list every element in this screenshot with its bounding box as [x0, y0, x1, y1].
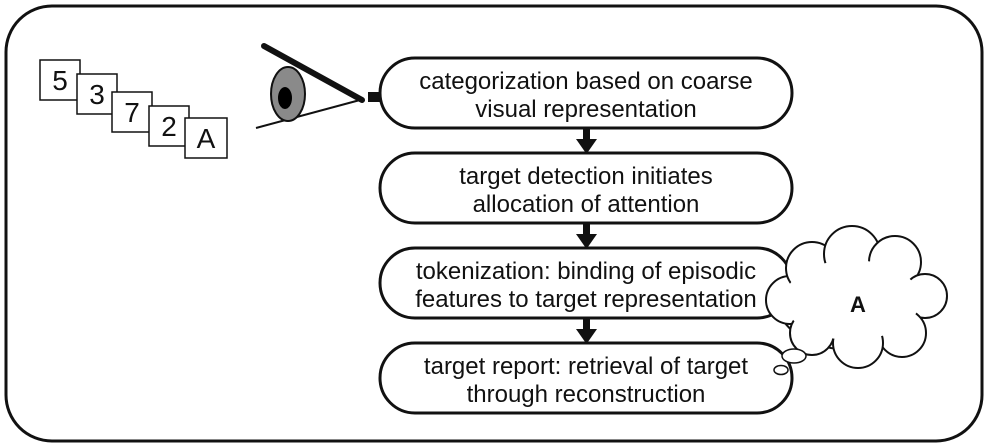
stage-line: features to target representation: [415, 286, 757, 313]
stage-box: categorization based on coarse visual re…: [378, 56, 794, 130]
stage-line: allocation of attention: [473, 191, 700, 218]
arrow-icon: [576, 223, 597, 249]
stream-card-label: 3: [89, 79, 105, 110]
stage-box: target detection initiates allocation of…: [378, 151, 794, 225]
stream-card: 3: [76, 73, 118, 115]
stream-card-label: 2: [161, 111, 177, 142]
thought-text: A: [850, 292, 866, 317]
stage-box: tokenization: binding of episodic featur…: [378, 246, 794, 320]
stream-card: A: [184, 117, 228, 159]
stage-line: through reconstruction: [467, 381, 706, 408]
stream-card: 7: [111, 91, 153, 133]
stream-card-label: 7: [124, 97, 140, 128]
thought-cloud-icon: A: [765, 225, 948, 376]
eye-icon: [255, 43, 365, 129]
stage-line: tokenization: binding of episodic: [416, 258, 756, 285]
arrow-icon: [576, 128, 597, 154]
stage-line: categorization based on coarse: [419, 68, 753, 95]
arrow-icon: [576, 318, 597, 344]
stage-line: target report: retrieval of target: [424, 353, 748, 380]
stream-card-label: 5: [52, 65, 68, 96]
stream-card: 2: [148, 105, 190, 147]
stage-line: visual representation: [475, 96, 696, 123]
stream-card-label: A: [197, 123, 216, 154]
stage-box: target report: retrieval of target throu…: [378, 341, 794, 415]
rsvp-stream: 5 3 7 2 A: [39, 59, 228, 159]
stream-card: 5: [39, 59, 81, 101]
stage-line: target detection initiates: [459, 163, 713, 190]
